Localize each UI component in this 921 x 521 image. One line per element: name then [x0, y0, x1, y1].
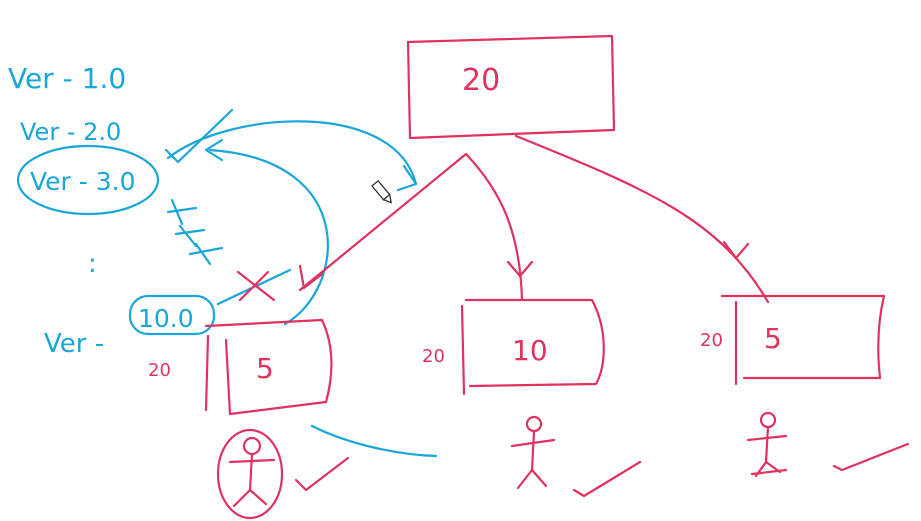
stick-figure-icon: [510, 415, 556, 490]
left-node-tag: 20: [148, 360, 171, 381]
branch-middle: [464, 152, 524, 302]
left-node-divider: [224, 338, 232, 416]
branch-left: [298, 152, 468, 292]
version-10-box: [128, 294, 216, 336]
rollback-arrow-upper: [166, 120, 418, 186]
pencil-cursor-icon: [371, 179, 392, 204]
arrowhead-icon: [506, 260, 534, 278]
check-mark-icon: [164, 108, 234, 164]
stick-figure-icon: [216, 428, 284, 520]
arrowhead-icon: [298, 264, 324, 290]
version-10-prefix: Ver -: [44, 329, 104, 359]
left-node-edge: [204, 334, 210, 412]
middle-node-tag: 20: [422, 346, 445, 367]
check-mark-icon: [572, 460, 642, 498]
version-10-label: 10.0: [138, 304, 194, 333]
check-mark-icon: [832, 442, 910, 472]
left-node-box: [204, 318, 333, 416]
version-3-label: Ver - 3.0: [30, 167, 136, 196]
cross-mark-icon: [236, 270, 276, 302]
arrowhead-icon: [204, 138, 224, 162]
middle-node-divider: [460, 304, 466, 396]
branch-right: [514, 134, 770, 304]
root-node-box: [406, 34, 616, 140]
left-node-value: 5: [256, 352, 274, 385]
middle-node-value: 10: [512, 334, 548, 367]
underline-stroke: [310, 424, 438, 458]
right-node-box: [720, 294, 886, 380]
rollback-arrow-lower: [208, 148, 329, 326]
arrowhead-icon: [722, 240, 750, 260]
root-node-value: 20: [462, 63, 500, 98]
right-node-tag: 20: [700, 330, 723, 351]
right-node-value: 5: [764, 322, 782, 355]
version-2-label: Ver - 2.0: [20, 118, 121, 146]
version-1-label: Ver - 1.0: [8, 62, 126, 95]
cross-mark-icon: [166, 198, 224, 266]
stick-figure-icon: [746, 411, 788, 478]
version-dots: :: [88, 249, 97, 279]
version-3-circle: [16, 144, 160, 216]
arrowhead-icon: [396, 164, 418, 192]
check-mark-icon: [294, 456, 350, 492]
middle-node-box: [464, 298, 605, 388]
